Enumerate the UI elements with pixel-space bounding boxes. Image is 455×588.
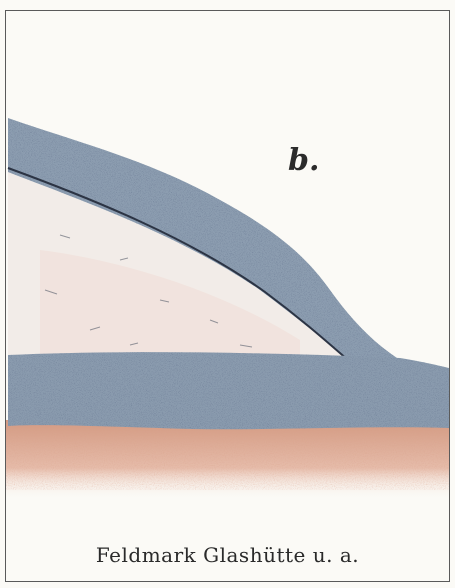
red-subsoil-grain [6,420,449,490]
figure-letter: b. [288,143,319,178]
figure-caption: Feldmark Glashütte u. a. [0,543,455,567]
lower-band-stipple [8,352,449,429]
